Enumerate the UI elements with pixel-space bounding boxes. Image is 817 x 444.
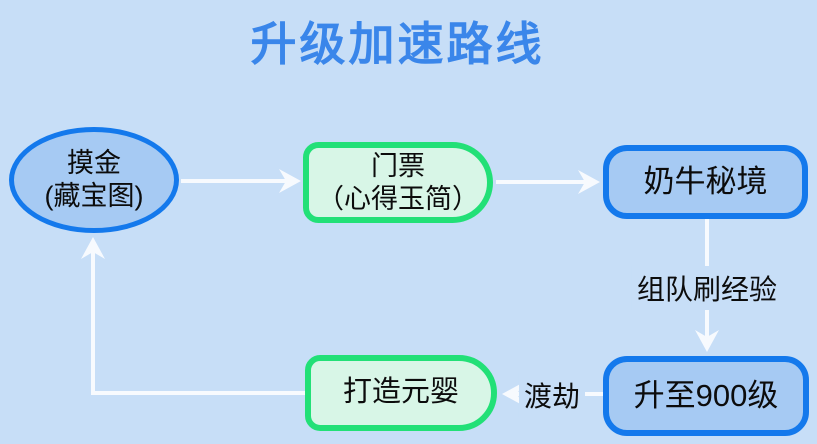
node-nainiu: 奶牛秘境: [603, 145, 808, 219]
node-menpiao: 门票 （心得玉简）: [303, 142, 493, 223]
node-sheng900: 升至900级: [603, 356, 809, 436]
node-sheng900-label: 升至900级: [633, 378, 779, 414]
arrow-dazao-to-mojin: [81, 237, 305, 395]
node-mojin-line1: 摸金: [67, 148, 121, 179]
node-mojin: 摸金 (藏宝图): [9, 127, 179, 233]
node-menpiao-line2: （心得玉简）: [317, 183, 479, 214]
arrow-menpiao-to-nainiu: [496, 170, 600, 194]
page-title: 升级加速路线: [250, 18, 545, 70]
edge-label-dujie: 渡劫: [518, 373, 586, 417]
node-mojin-line2: (藏宝图): [44, 181, 144, 211]
node-nainiu-label: 奶牛秘境: [643, 164, 768, 200]
edge-label-exp: 组队刷经验: [631, 266, 783, 310]
arrow-mojin-to-menpiao: [181, 169, 301, 193]
node-dazao: 打造元婴: [305, 355, 497, 431]
node-dazao-label: 打造元婴: [342, 376, 459, 409]
node-menpiao-line1: 门票: [371, 150, 425, 181]
